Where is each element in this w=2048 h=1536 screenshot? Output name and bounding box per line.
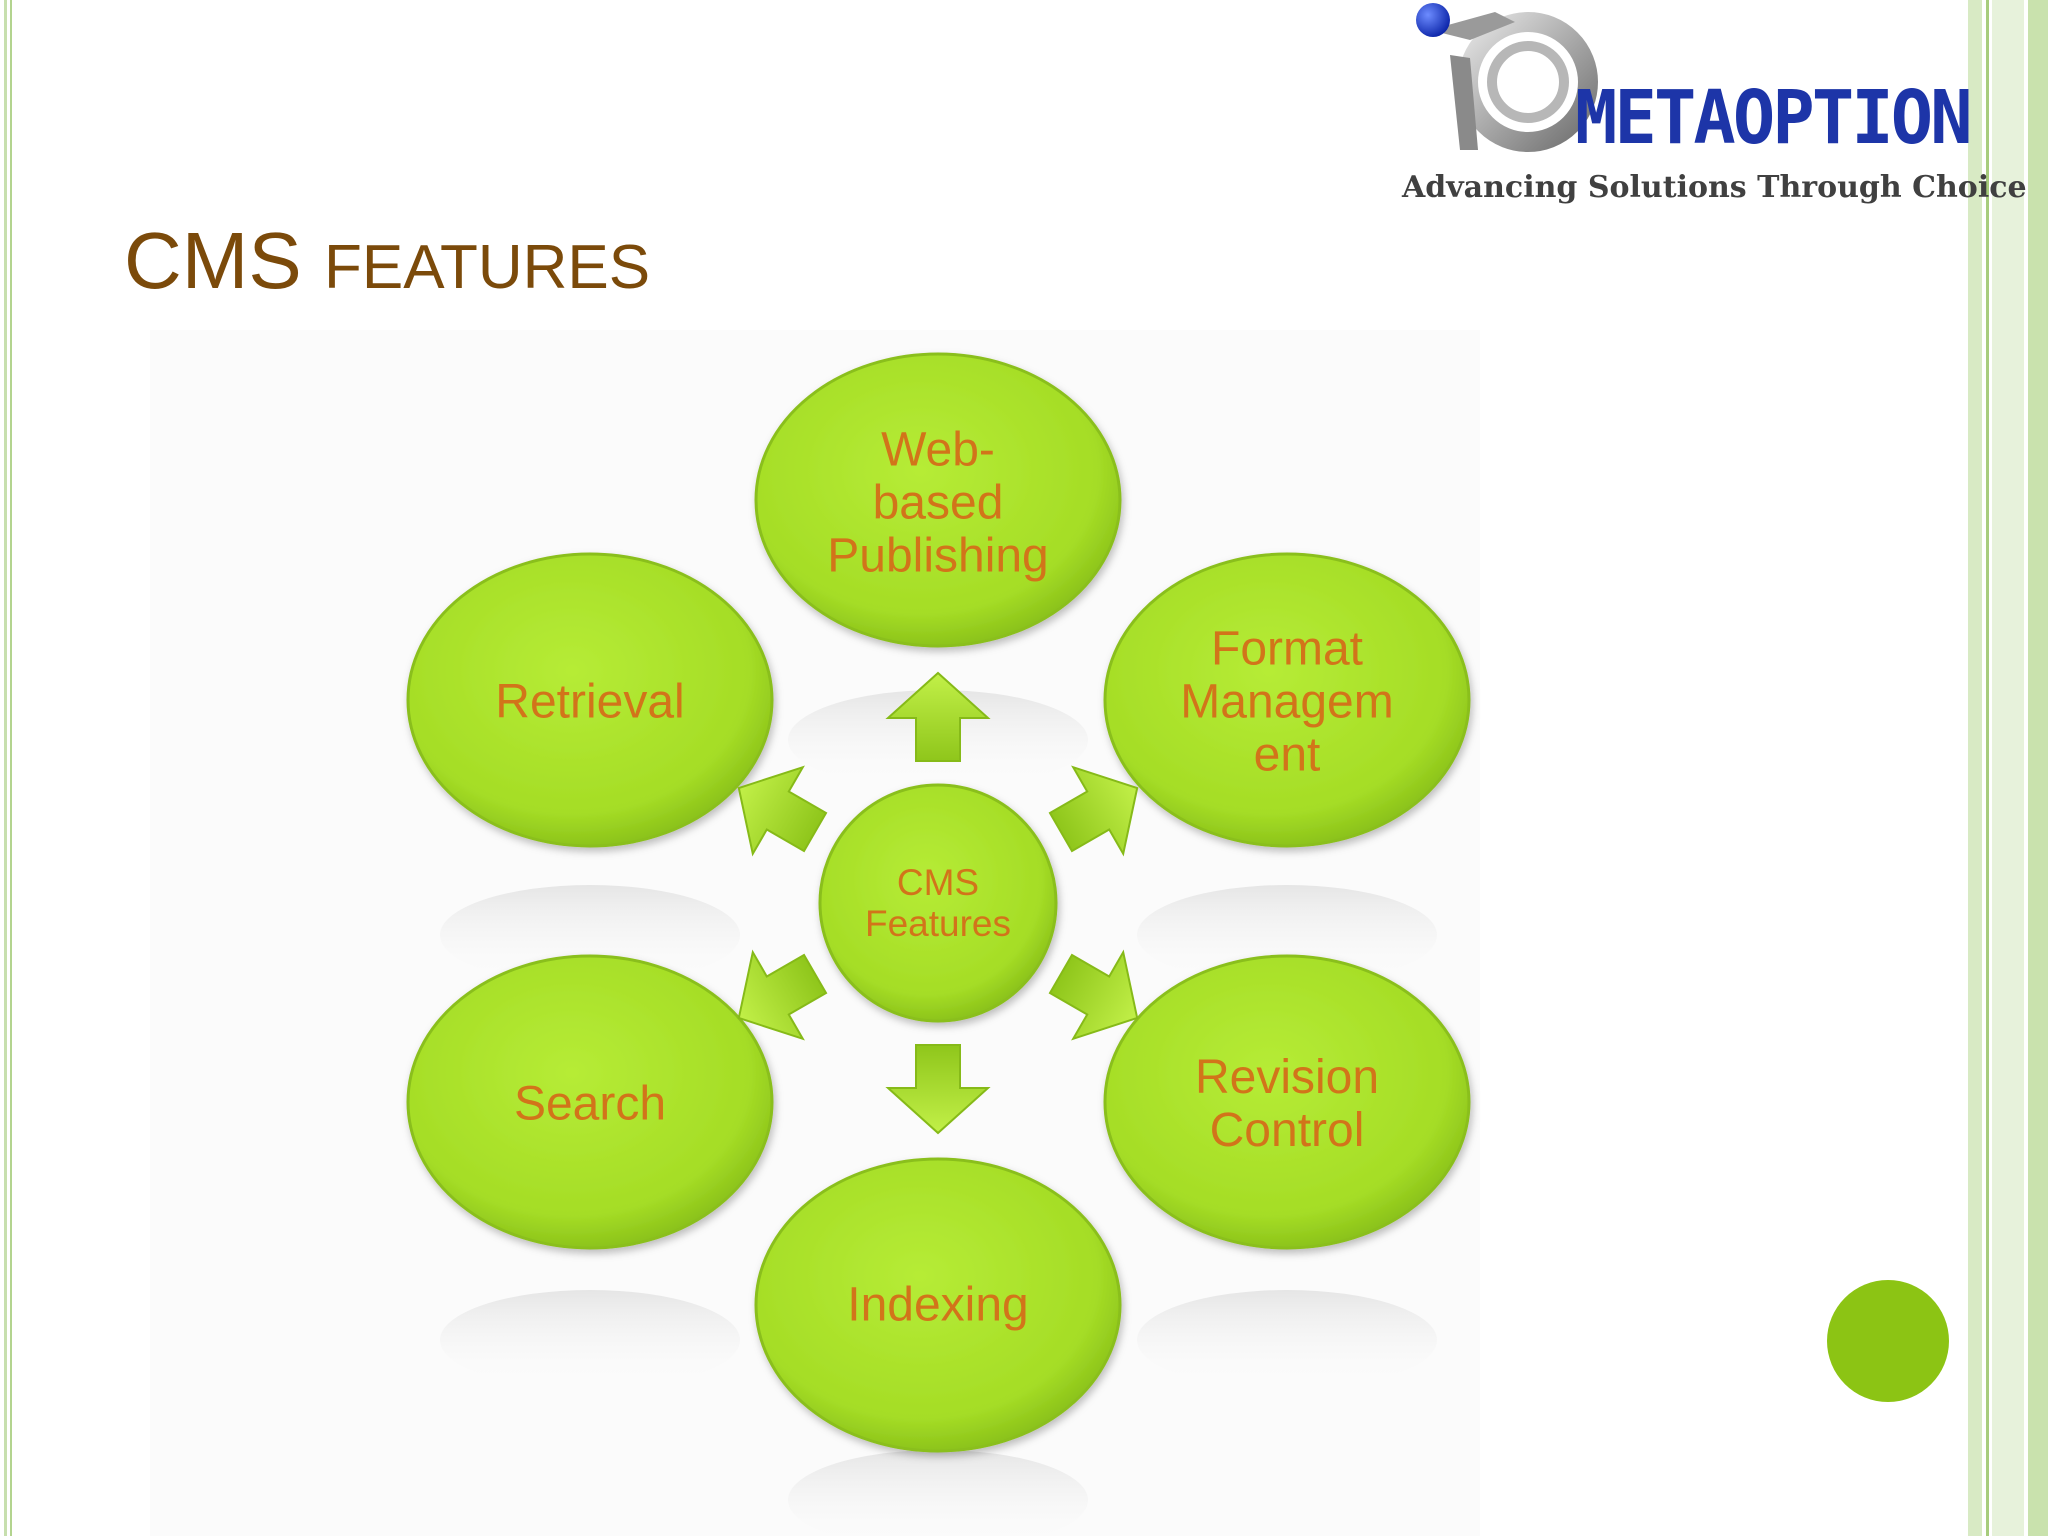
node-label-format-management: Format Managem ent <box>1180 622 1394 782</box>
node-label-web-based-publishing: Web- based Publishing <box>827 423 1049 583</box>
node-label-center: CMS Features <box>864 862 1012 944</box>
logo-tagline: Advancing Solutions Through Choice <box>1402 170 2027 205</box>
node-label-revision-control: Revision Control <box>1194 1051 1380 1157</box>
arrow-to-upper-left <box>737 765 828 857</box>
arrow-to-lower-left <box>737 949 828 1041</box>
node-reflections <box>440 690 1437 1536</box>
node-center <box>818 783 1058 1023</box>
node-format-management <box>1103 552 1471 848</box>
right-border <box>1968 0 2048 1536</box>
slide-title: CMS FEATURES <box>124 215 650 307</box>
node-label-indexing: Indexing <box>847 1278 1029 1332</box>
node-label-retrieval: Retrieval <box>495 675 685 729</box>
logo-mark-icon <box>1416 3 1598 152</box>
company-logo: METAOPTION Advancing Solutions Through C… <box>1400 0 2027 215</box>
logo-wordmark: METAOPTION <box>1575 75 1973 161</box>
accent-dot <box>1827 1280 1949 1402</box>
left-border <box>0 0 14 1536</box>
slide-title-main: CMS <box>124 216 302 305</box>
arrow-to-lower-right <box>1048 949 1139 1041</box>
node-search <box>406 954 774 1250</box>
node-label-search: Search <box>513 1077 667 1131</box>
arrow-to-upper-right <box>1048 765 1139 857</box>
node-revision-control <box>1103 954 1471 1250</box>
node-indexing <box>754 1157 1122 1453</box>
node-web-based-publishing <box>754 352 1122 648</box>
arrow-to-bottom <box>885 1044 991 1135</box>
slide-title-small: FEATURES <box>324 233 651 302</box>
node-retrieval <box>406 552 774 848</box>
arrow-to-top <box>885 671 991 762</box>
